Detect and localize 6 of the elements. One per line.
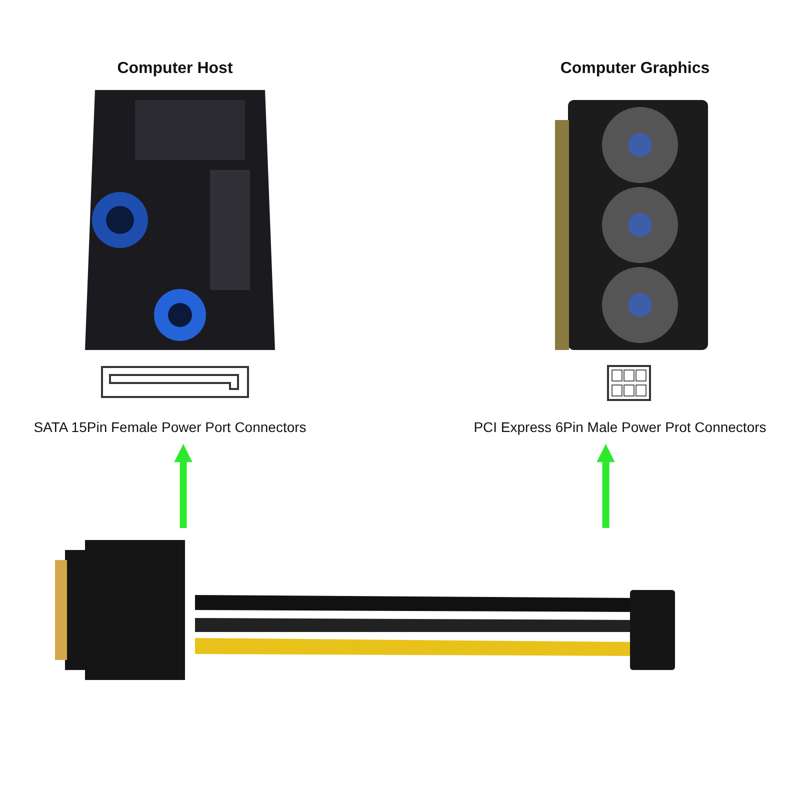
device-heading: Computer Host (116, 60, 234, 78)
connector-caption: PCI Express 6Pin Male Power Prot Connectors (472, 419, 768, 435)
device-heading: Computer Graphics (559, 60, 711, 78)
arrow (596, 444, 615, 528)
connector-caption: SATA 15Pin Female Power Port Connectors (32, 419, 308, 435)
arrow (174, 444, 192, 528)
